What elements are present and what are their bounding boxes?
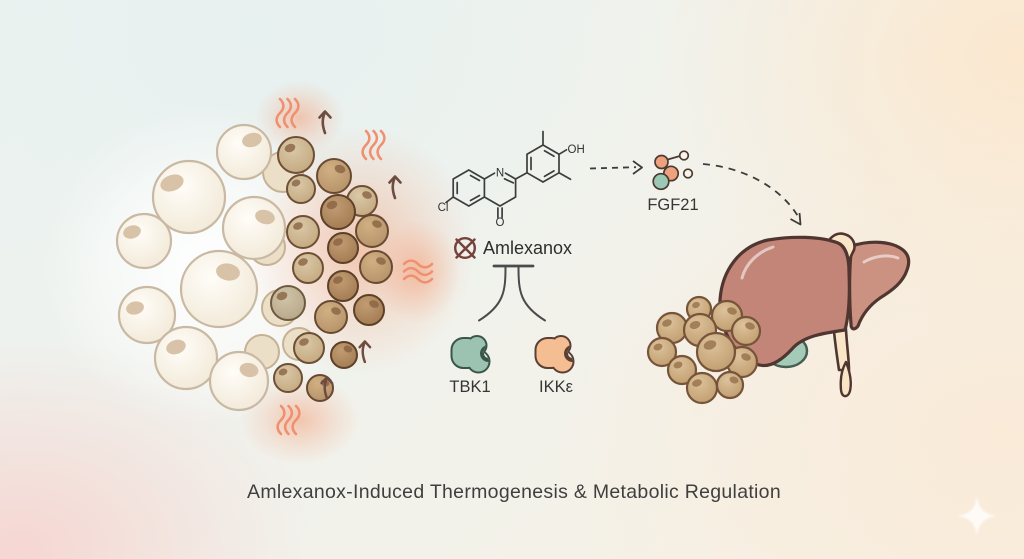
compound-name-label: Amlexanox [483,238,572,258]
liver-illustration [646,232,911,405]
white-adipocyte-cluster [115,123,316,412]
heat-wave-icon [275,97,434,436]
dashed-arrow-to-fgf21 [589,160,643,175]
fgf21-molecule-icon [652,150,694,191]
atom-label-o: O [496,217,505,229]
atom-label-n: N [496,168,504,180]
sparkle-icon [957,496,997,536]
ligament-tail [839,360,852,398]
dashed-arrow-to-liver [702,163,802,226]
tbk1-label: TBK1 [449,378,490,396]
liver-right-lobe [848,240,911,331]
tbk1-protein-blob [450,335,491,374]
no-entry-icon [454,236,477,259]
page-title: Amlexanox-Induced Thermogenesis & Metabo… [247,481,781,503]
up-arrow-icon [318,110,402,400]
liver-highlights [740,245,900,280]
atom-label-oh: OH [568,144,585,156]
atom-label-cl: Cl [438,202,449,214]
ikke-protein-blob [534,335,575,374]
liver-fat-cell-cluster [646,295,762,405]
fgf21-label: FGF21 [647,196,698,214]
white-adipocyte-nuclei [123,132,275,378]
amlexanox-structure: Cl N O OH [438,130,585,229]
inhibition-fork-icon [478,264,546,322]
brown-adipocyte-cluster [270,136,393,402]
ikke-label: IKKε [539,378,574,396]
